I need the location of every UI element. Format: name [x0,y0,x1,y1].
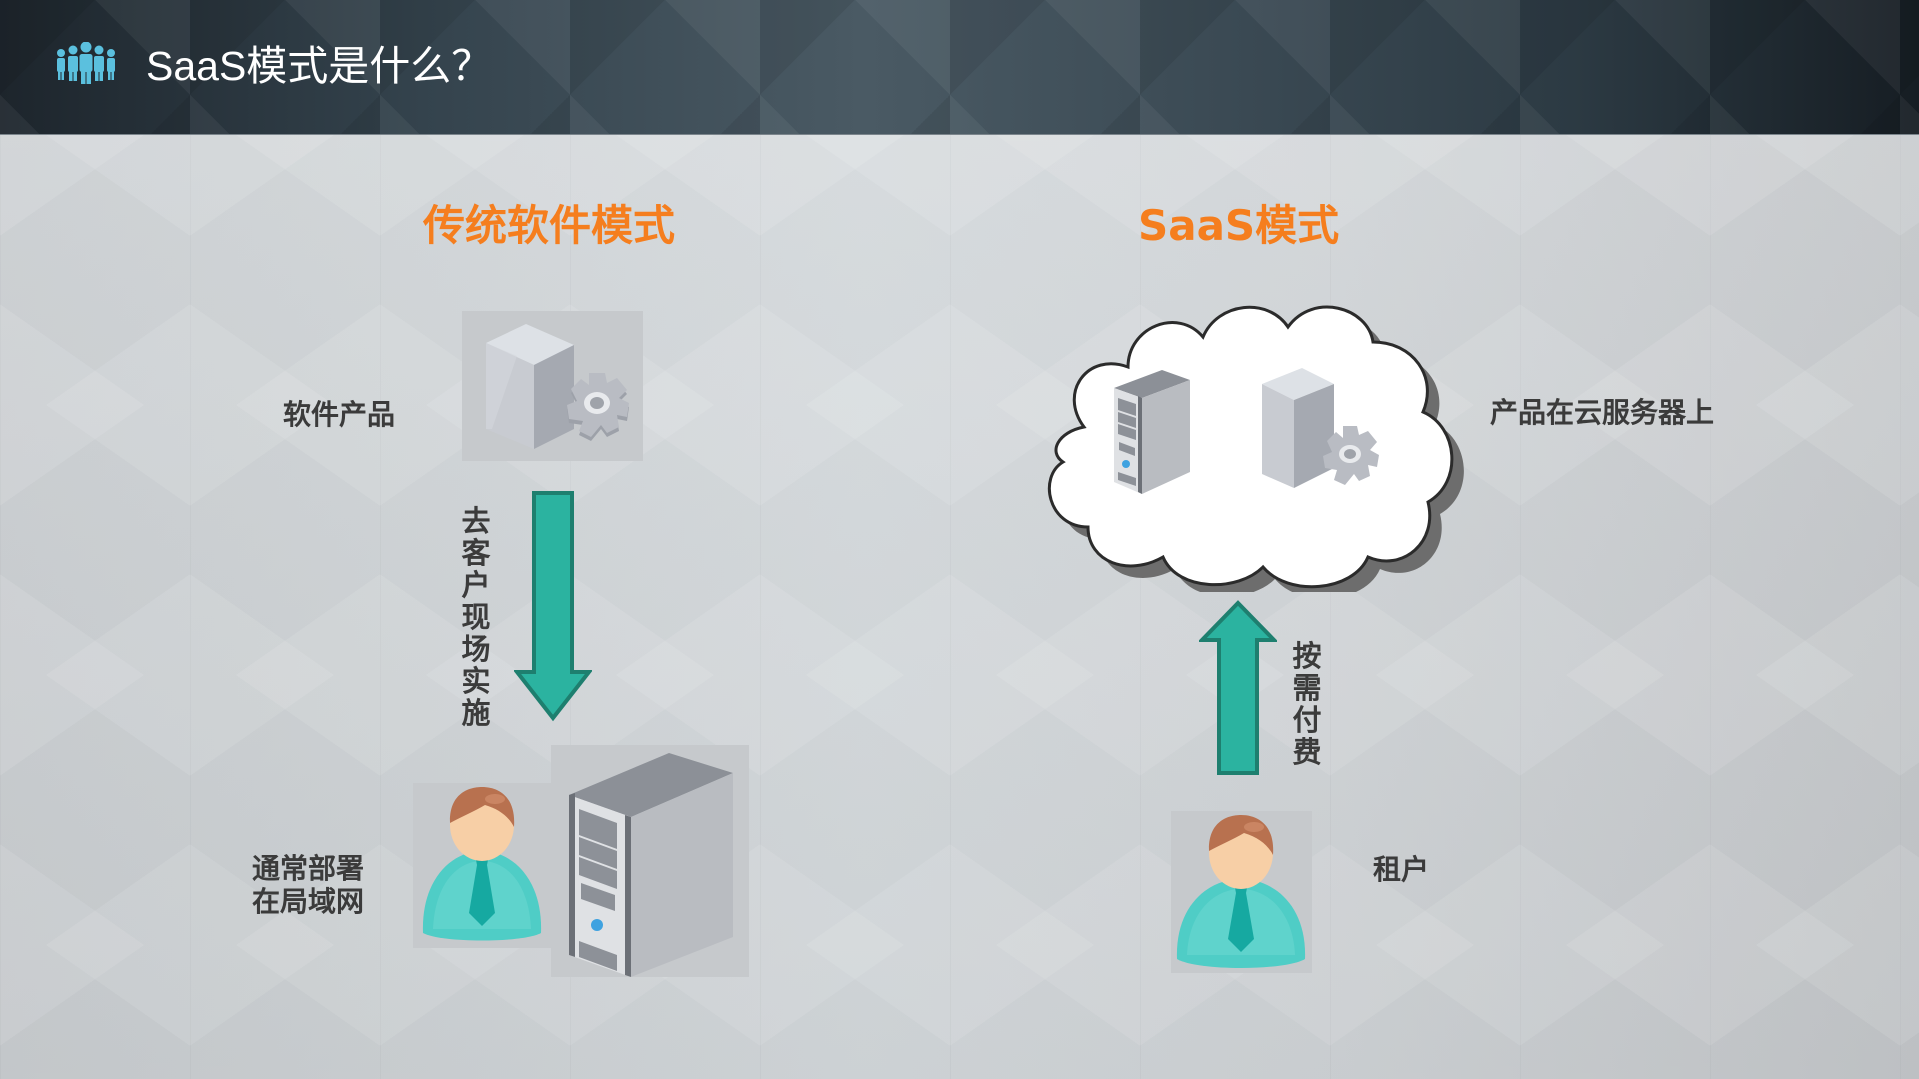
tenant-user-icon [1171,811,1312,973]
deploy-lan-label-line2: 在局域网 [252,885,365,919]
background-shade [0,135,1919,1079]
pay-on-demand-label: 按需付费 [1292,639,1322,769]
arrow-down-icon [514,490,592,722]
server-tower-icon [551,745,749,977]
slide-header: SaaS模式是什么？ [0,0,1919,135]
cloud-server-label: 产品在云服务器上 [1490,396,1715,429]
page-title: SaaS模式是什么？ [146,43,493,89]
user-icon [413,783,551,948]
header-pattern [0,0,1919,134]
background-pattern [0,135,1919,1079]
software-box-gear-icon [462,311,643,461]
deploy-lan-label: 通常部署 在局域网 [252,852,364,918]
traditional-section-title: 传统软件模式 [423,201,676,250]
tenant-label: 租户 [1373,853,1430,886]
cloud-icon [1018,282,1478,592]
arrow-label-on-site: 去客户现场实施 [461,504,491,730]
saas-section-title: SaaS模式 [1138,201,1340,250]
arrow-up-icon [1199,600,1277,776]
software-product-label: 软件产品 [283,398,396,431]
deploy-lan-label-line1: 通常部署 [252,852,365,885]
people-group-icon [55,42,117,84]
